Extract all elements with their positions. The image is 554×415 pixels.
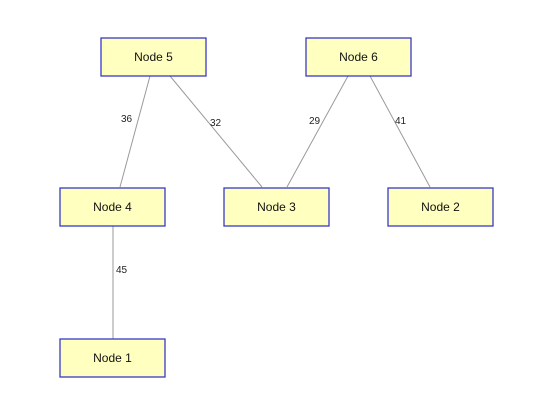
node-box [59, 187, 166, 227]
edge-weight-label: 29 [309, 116, 321, 127]
edge-weight-label: 32 [210, 118, 222, 129]
node-5[interactable]: Node 5 [100, 37, 207, 77]
node-1[interactable]: Node 1 [59, 338, 166, 378]
node-box [223, 187, 330, 227]
edge-weight-label: 41 [395, 116, 407, 127]
node-box [387, 187, 494, 227]
node-label: Node 4 [93, 200, 132, 214]
node-box [305, 37, 412, 77]
edge-node6-node3: 29 [286, 75, 349, 188]
edge-weight-label: 36 [121, 114, 133, 125]
node-label: Node 1 [93, 351, 132, 365]
edge-line [119, 75, 151, 188]
edge-line [369, 75, 431, 188]
edge-node6-node2: 41 [369, 75, 431, 188]
edge-node5-node3: 32 [169, 75, 263, 188]
node-label: Node 5 [134, 50, 173, 64]
node-label: Node 6 [339, 50, 378, 64]
node-2[interactable]: Node 2 [387, 187, 494, 227]
node-box [100, 37, 207, 77]
node-box [59, 338, 166, 378]
nodes-layer: Node 5 Node 6 Node 4 Node 3 Node 2 Node … [59, 37, 494, 378]
node-label: Node 3 [257, 200, 296, 214]
node-6[interactable]: Node 6 [305, 37, 412, 77]
edge-node5-node4: 36 [119, 75, 151, 188]
edge-line [169, 75, 263, 188]
edge-weight-label: 45 [116, 265, 128, 276]
edge-node4-node1: 45 [112, 226, 128, 339]
node-3[interactable]: Node 3 [223, 187, 330, 227]
edge-line [286, 75, 349, 188]
edges-layer: 36 32 29 41 45 [112, 75, 431, 339]
node-label: Node 2 [421, 200, 460, 214]
node-4[interactable]: Node 4 [59, 187, 166, 227]
